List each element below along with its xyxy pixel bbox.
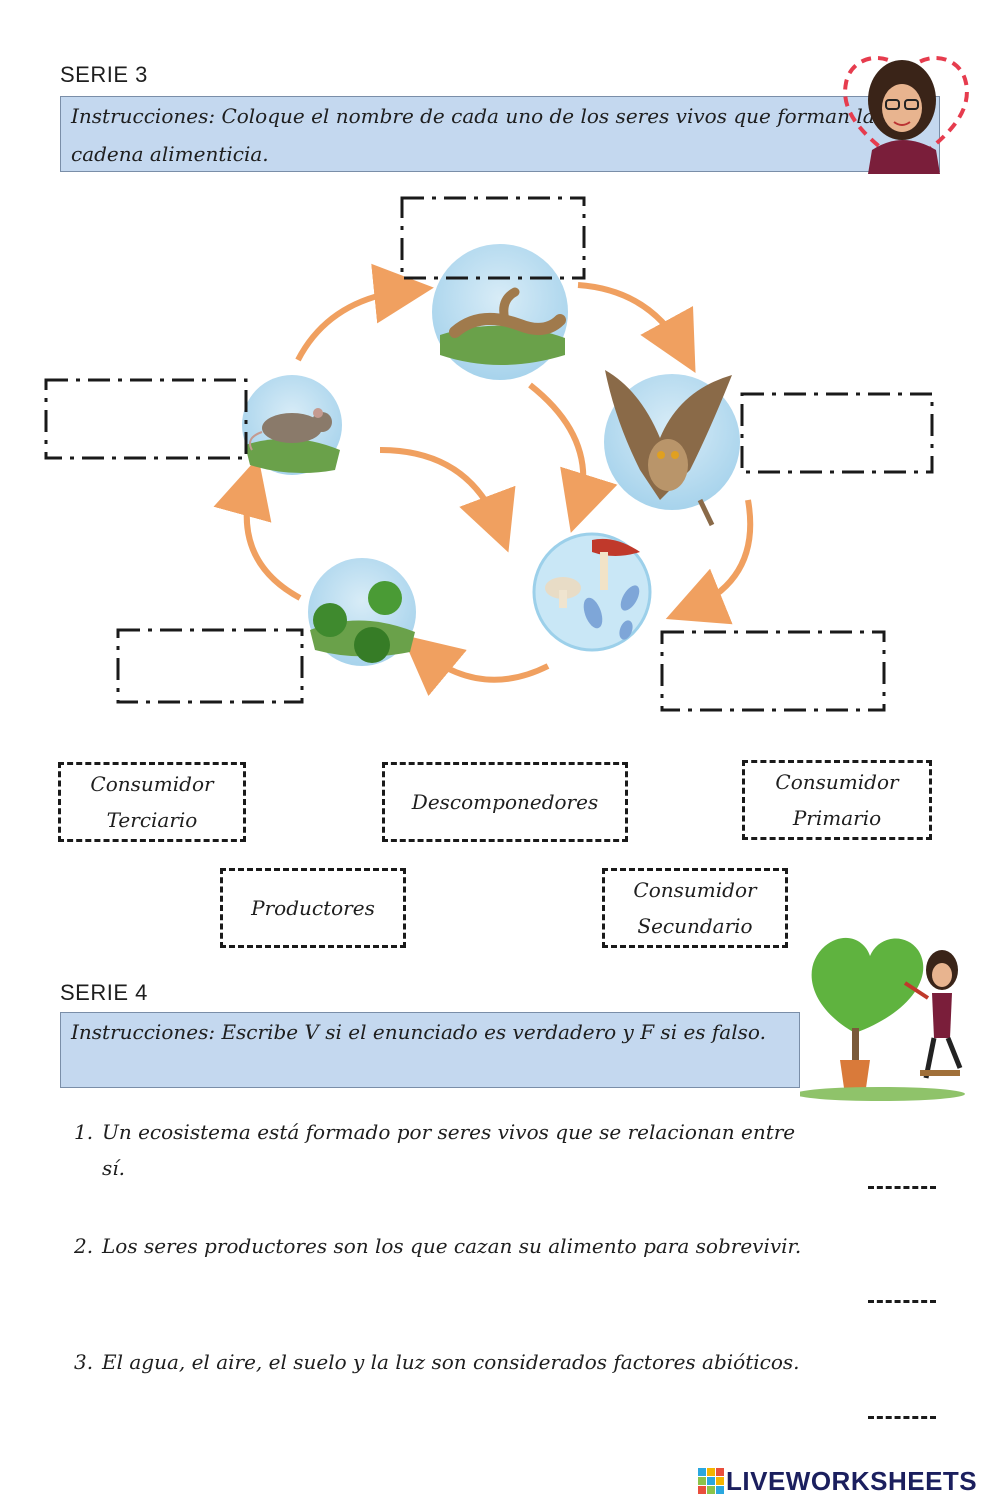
decomposers-illustration xyxy=(532,532,652,652)
word-consumidor-secundario[interactable]: Consumidor Secundario xyxy=(602,868,788,948)
word-line1: Descomponedores xyxy=(411,790,599,814)
arrow-mouse-to-snake xyxy=(295,263,434,362)
answer-input-2[interactable] xyxy=(866,1270,940,1302)
word-line1: Consumidor xyxy=(90,772,214,796)
arrow-owl-to-decomposers xyxy=(665,499,754,625)
arrow-plants-to-mouse xyxy=(213,456,302,601)
word-productores[interactable]: Productores xyxy=(220,868,406,948)
question-number: 2. xyxy=(74,1234,94,1258)
question-2: 2. Los seres productores son los que caz… xyxy=(74,1228,834,1308)
word-consumidor-terciario[interactable]: Consumidor Terciario xyxy=(58,762,246,842)
arrow-mouse-to-decomposers xyxy=(379,447,516,553)
word-consumidor-primario[interactable]: Consumidor Primario xyxy=(742,760,932,840)
serie3-instructions-text: Instrucciones: Coloque el nombre de cada… xyxy=(71,104,875,166)
question-text: Un ecosistema está formado por seres viv… xyxy=(102,1120,796,1180)
serie3-instructions: Instrucciones: Coloque el nombre de cada… xyxy=(60,96,940,172)
arrow-decomposers-to-plants xyxy=(401,634,550,697)
question-number: 1. xyxy=(74,1120,94,1144)
arrow-snake-to-decomposers xyxy=(528,382,618,533)
question-number: 3. xyxy=(74,1350,94,1374)
avatar-heart-icon xyxy=(843,55,969,174)
question-3: 3. El agua, el aire, el suelo y la luz s… xyxy=(74,1344,834,1424)
drop-zone-decomposers[interactable] xyxy=(662,632,884,710)
answer-box-decomposers xyxy=(660,630,886,712)
drop-zone-snake[interactable] xyxy=(402,198,584,278)
brand-logo[interactable]: LIVEWORKSHEETS xyxy=(698,1464,994,1498)
answer-line-2 xyxy=(868,1300,936,1303)
arrow-snake-to-owl xyxy=(577,282,696,374)
word-descomponedores[interactable]: Descomponedores xyxy=(382,762,628,842)
brand-text: LIVEWORKSHEETS xyxy=(726,1465,978,1496)
serie4-label: SERIE 4 xyxy=(60,980,148,1005)
word-line2: Terciario xyxy=(106,808,198,832)
question-text: El agua, el aire, el suelo y la luz son … xyxy=(102,1350,800,1374)
word-line2: Secundario xyxy=(637,914,753,938)
question-1: 1. Un ecosistema está formado por seres … xyxy=(74,1114,834,1194)
answer-input-3[interactable] xyxy=(866,1386,940,1418)
drop-zone-owl[interactable] xyxy=(742,394,932,472)
answer-box-owl xyxy=(740,392,934,474)
answer-box-mouse xyxy=(44,378,248,460)
avatar-tree-icon xyxy=(800,937,965,1101)
serie3-label: SERIE 3 xyxy=(60,62,148,87)
answer-box-snake xyxy=(400,196,586,280)
answer-input-1[interactable] xyxy=(866,1156,940,1188)
word-line1: Consumidor xyxy=(633,878,757,902)
serie4-instructions: Instrucciones: Escribe V si el enunciado… xyxy=(60,1012,800,1088)
owl-illustration xyxy=(604,370,740,527)
question-text: Los seres productores son los que cazan … xyxy=(102,1234,802,1258)
word-line1: Consumidor xyxy=(775,770,899,794)
mouse-illustration xyxy=(242,375,342,475)
drop-zone-mouse[interactable] xyxy=(46,380,246,458)
answer-line-3 xyxy=(868,1416,936,1419)
plants-illustration xyxy=(308,558,416,666)
brand-grid-icon xyxy=(698,1468,724,1494)
word-line2: Primario xyxy=(792,806,882,830)
word-line1: Productores xyxy=(251,896,375,920)
serie4-instructions-text: Instrucciones: Escribe V si el enunciado… xyxy=(71,1020,766,1044)
answer-box-plants xyxy=(116,628,304,704)
drop-zone-plants[interactable] xyxy=(118,630,302,702)
food-chain-diagram xyxy=(44,196,934,712)
answer-line-1 xyxy=(868,1186,936,1189)
